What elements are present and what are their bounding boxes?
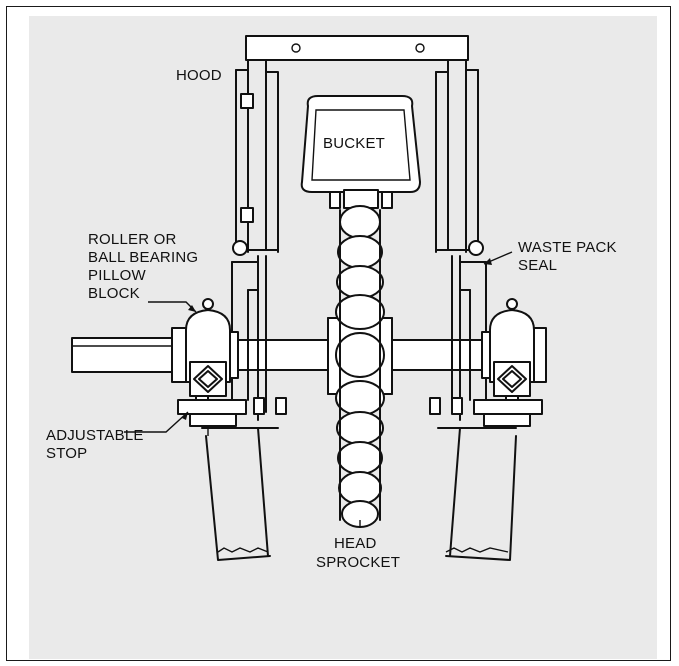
- label-pillow-block-line-4: BLOCK: [88, 285, 140, 302]
- left-pillow-block: [171, 298, 247, 436]
- label-head-sprocket-line-1: HEAD: [334, 535, 376, 552]
- right-pillow-block: [473, 298, 547, 427]
- leader-lines: [124, 251, 513, 528]
- label-waste-pack-seal-line-2: SEAL: [518, 257, 557, 274]
- label-pillow-block-line-3: PILLOW: [88, 267, 147, 284]
- label-pillow-block-line-1: ROLLER OR: [88, 231, 177, 248]
- label-adjustable-stop-line-1: ADJUSTABLE: [46, 427, 144, 444]
- hood: [235, 35, 479, 253]
- labels: HOOD BUCKET ROLLER OR BALL BEARING PILLO…: [46, 67, 617, 571]
- label-bucket: BUCKET: [323, 135, 385, 152]
- head-shaft: [71, 337, 543, 373]
- head-sprocket: [327, 205, 393, 528]
- label-head-sprocket-line-2: SPROCKET: [316, 554, 400, 571]
- left-casing: [201, 240, 287, 561]
- label-hood: HOOD: [176, 67, 222, 84]
- label-waste-pack-seal-line-1: WASTE PACK: [518, 239, 617, 256]
- label-pillow-block-line-2: BALL BEARING: [88, 249, 198, 266]
- label-adjustable-stop-line-2: STOP: [46, 445, 87, 462]
- bucket: [300, 95, 421, 209]
- right-casing: [429, 240, 517, 561]
